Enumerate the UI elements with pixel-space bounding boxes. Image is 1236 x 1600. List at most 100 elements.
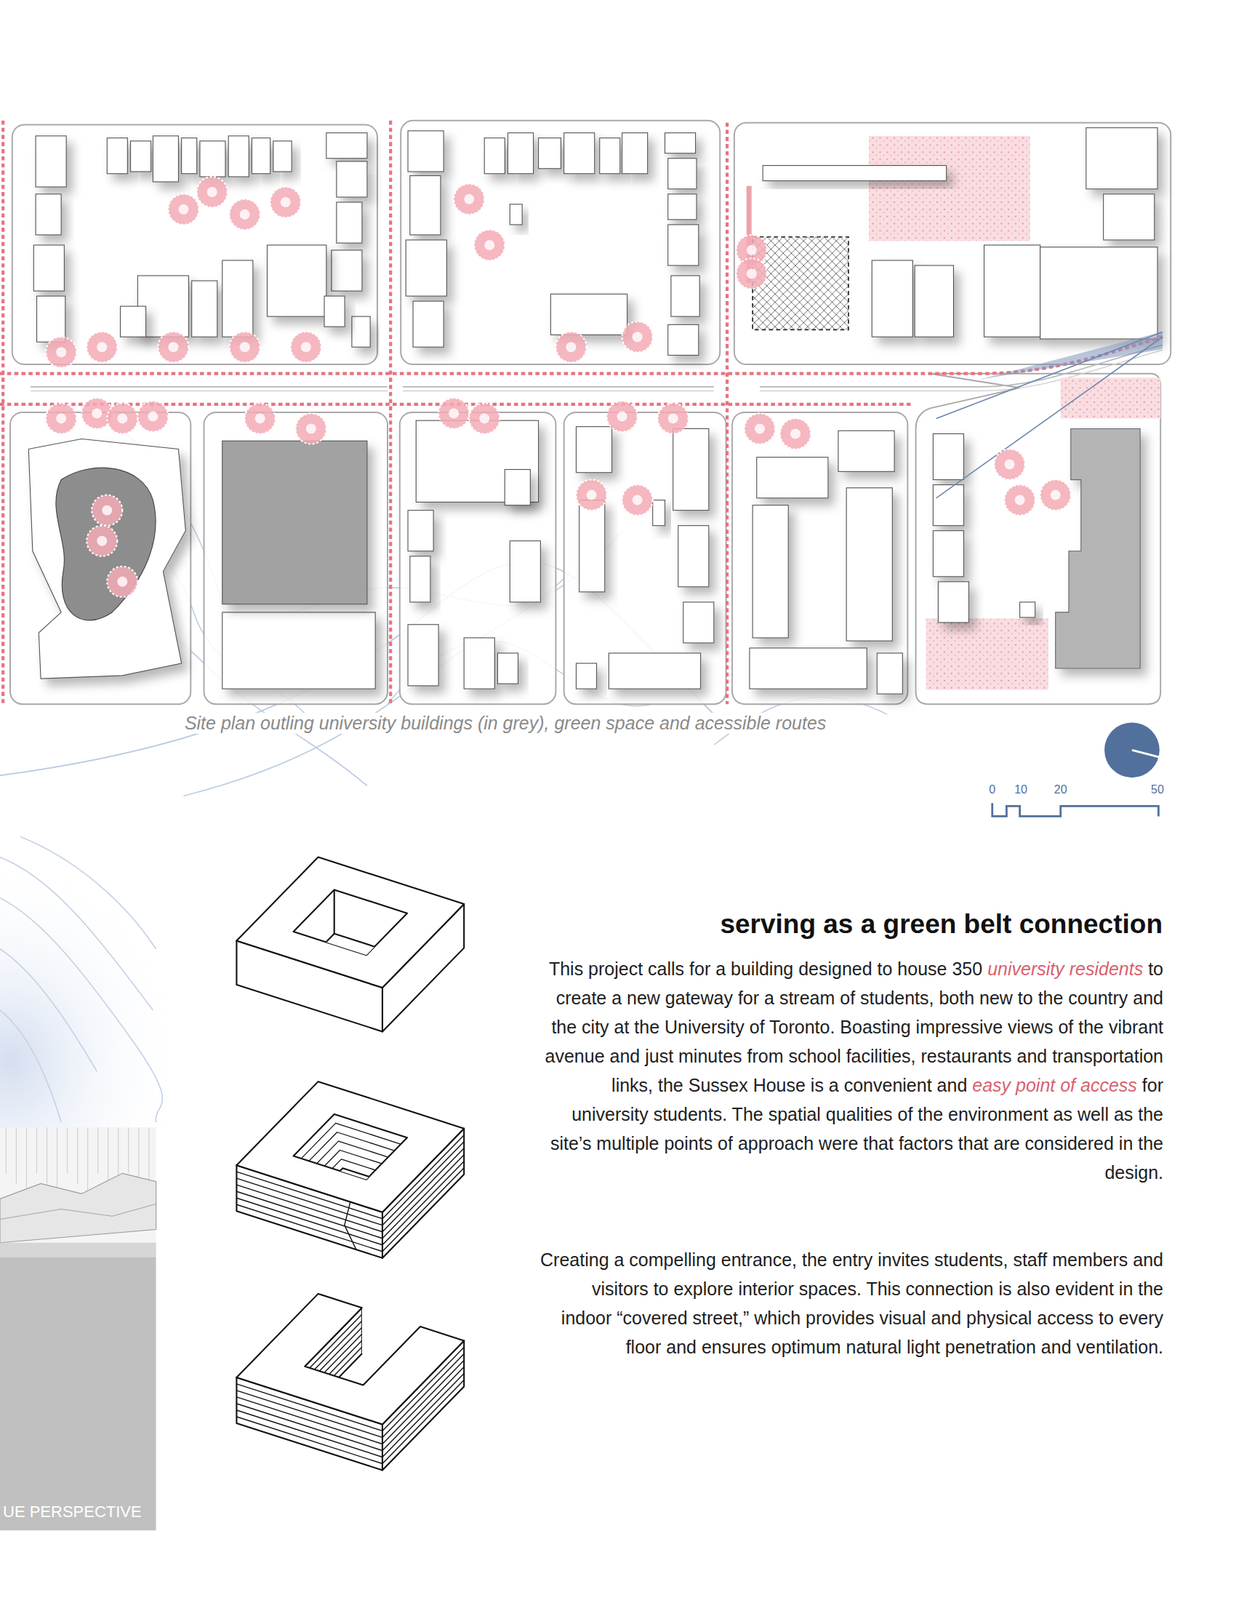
tree <box>468 402 500 434</box>
city-block <box>10 412 191 704</box>
tree <box>622 321 653 352</box>
street-line <box>30 349 1163 391</box>
courtyard-edge <box>333 889 336 933</box>
building <box>228 135 249 177</box>
view-line <box>936 331 1163 499</box>
tree <box>744 412 776 444</box>
accessible-route <box>388 120 392 704</box>
massing-top <box>236 857 464 989</box>
accessible-route <box>1 120 5 704</box>
building <box>564 133 595 174</box>
university-building <box>222 440 368 604</box>
tree <box>474 229 505 261</box>
building <box>130 141 152 172</box>
building <box>871 260 913 337</box>
body-text: This project calls for a building design… <box>548 958 983 979</box>
building <box>199 141 226 177</box>
building <box>106 138 128 174</box>
tree <box>290 331 322 363</box>
site-plan <box>0 120 1171 797</box>
building <box>504 469 531 506</box>
contour-line <box>0 1009 62 1122</box>
city-block <box>399 412 557 704</box>
north-disc <box>1104 721 1160 778</box>
city-block <box>204 412 388 704</box>
building <box>914 265 954 337</box>
tree <box>453 183 485 215</box>
building <box>984 245 1041 337</box>
tree <box>157 331 189 363</box>
building <box>1040 247 1158 339</box>
city-block <box>734 122 1171 365</box>
building <box>762 165 946 182</box>
building <box>191 280 218 337</box>
tree <box>1004 484 1036 516</box>
building <box>509 540 541 603</box>
terrace-step <box>303 1132 397 1186</box>
building <box>608 652 701 689</box>
tree <box>555 331 587 363</box>
tree <box>167 194 199 225</box>
tree <box>245 402 276 434</box>
building <box>36 295 65 342</box>
view-label: UE PERSPECTIVE <box>2 1502 142 1522</box>
building <box>550 293 627 335</box>
building <box>405 239 447 296</box>
building <box>846 487 893 641</box>
scale-number: 50 <box>1150 783 1165 797</box>
tree <box>137 401 168 432</box>
university-building <box>1055 428 1141 669</box>
tree <box>607 401 638 432</box>
building <box>273 141 292 172</box>
highlight-text: university residents <box>987 958 1143 979</box>
green-space <box>926 618 1049 690</box>
contour-line <box>0 948 97 1071</box>
tree <box>91 495 123 526</box>
tree <box>45 336 77 368</box>
building <box>222 612 376 689</box>
building <box>152 135 179 182</box>
caption: Site plan outling university buildings (… <box>181 712 829 734</box>
terrace-step <box>308 1140 392 1189</box>
contour-line <box>20 836 157 949</box>
building <box>749 647 867 689</box>
building <box>266 245 326 317</box>
building <box>336 202 363 243</box>
accessible-route <box>725 122 729 705</box>
blue-wash <box>0 857 184 1266</box>
building <box>756 457 829 499</box>
building <box>331 250 363 291</box>
building <box>932 433 964 480</box>
tree <box>86 525 118 557</box>
tree <box>1040 479 1071 511</box>
scale-bar <box>992 802 1159 816</box>
building <box>1086 127 1158 190</box>
caption-box: Site plan outling university buildings (… <box>181 712 829 734</box>
building <box>668 194 697 220</box>
building <box>673 428 709 510</box>
building <box>410 175 441 235</box>
building <box>838 430 895 472</box>
scale-number-box: 0 <box>992 783 999 797</box>
city-block <box>12 124 378 365</box>
building <box>579 500 605 592</box>
building <box>484 138 505 174</box>
tree <box>45 402 77 434</box>
building <box>351 316 371 347</box>
contour-line <box>0 857 153 1010</box>
building <box>497 652 518 684</box>
tree <box>229 199 261 230</box>
scale-number: 20 <box>1054 783 1068 797</box>
massing-diagram <box>236 1081 464 1258</box>
contour-line <box>0 897 163 1123</box>
tree <box>106 402 138 434</box>
building <box>932 484 964 526</box>
building <box>752 505 789 638</box>
building <box>575 426 612 473</box>
building <box>668 224 699 266</box>
building <box>35 135 67 187</box>
building <box>412 301 444 347</box>
massing-top <box>236 1293 464 1425</box>
heading: serving as a green belt connection <box>719 908 1163 940</box>
building <box>1020 602 1036 618</box>
